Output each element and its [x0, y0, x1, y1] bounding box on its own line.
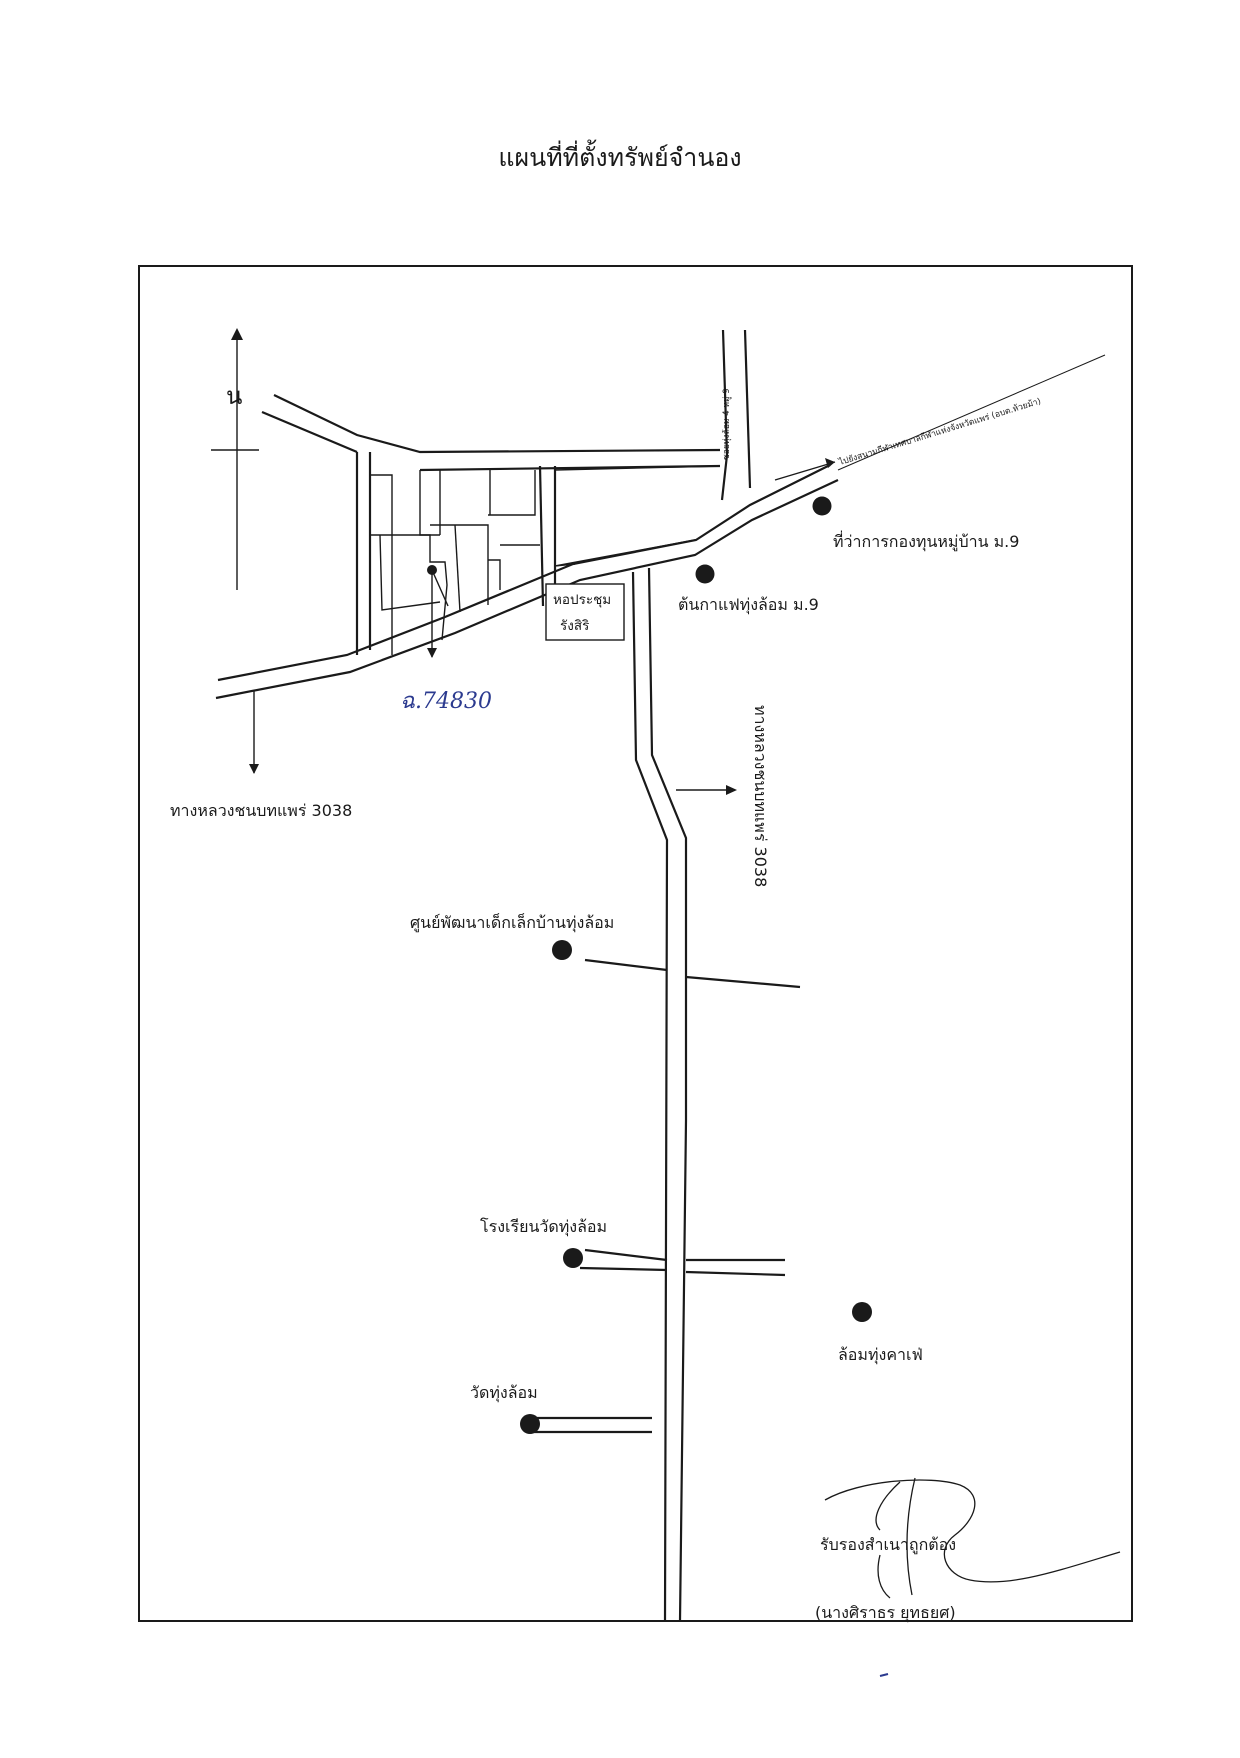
hall-box: [545, 583, 625, 641]
signature-icon: [824, 1477, 1121, 1599]
blue-mark: [879, 1673, 889, 1677]
parcel-blocks: [370, 465, 721, 655]
landmark-label: ที่ว่าการกองทุนหมู่บ้าน ม.9: [833, 530, 1019, 552]
landmark-label: ล้อมทุ่งคาเฟ่: [838, 1345, 923, 1365]
destination-arrow: [774, 354, 1106, 481]
map-frame: [138, 265, 1133, 1622]
landmark-coffee-tree: ต้นกาแฟทุ่งล้อม ม.9: [678, 564, 819, 615]
hall-label-line1: หอประชุม: [553, 592, 611, 608]
parcel-marker: [427, 565, 449, 658]
north-label: น: [226, 382, 242, 410]
landmark-cafe: ล้อมทุ่งคาเฟ่: [838, 1302, 923, 1365]
west-road-arrow: [249, 690, 259, 774]
landmark-dot-icon: [563, 1248, 583, 1268]
cross-roads: [530, 958, 801, 1434]
landmark-childcare-center: ศูนย์พัฒนาเด็กเล็กบ้านทุ่งล้อม: [410, 912, 614, 960]
landmark-dot-icon: [812, 496, 832, 516]
parcel-label: ฉ.74830: [400, 689, 492, 714]
highway-arrow: [676, 785, 737, 795]
landmark-dot-icon: [552, 940, 572, 960]
hall-label-line2: รังสิริ: [560, 618, 589, 634]
landmark-village-fund: ที่ว่าการกองทุนหมู่บ้าน ม.9: [812, 496, 1019, 552]
west-road-label: ทางหลวงชนบทแพร่ 3038: [170, 801, 352, 820]
soi-road: [720, 329, 752, 501]
landmark-temple: วัดทุ่งล้อม: [470, 1383, 540, 1434]
south-road-label: ทางหลวงชนบทแพร่ 3038: [751, 705, 770, 887]
landmark-label: โรงเรียนวัดทุ่งล้อม: [480, 1217, 607, 1237]
highway-3038-south: [631, 567, 688, 1622]
landmark-label: วัดทุ่งล้อม: [470, 1383, 538, 1403]
landmark-dot-icon: [852, 1302, 872, 1322]
destination-label: ไปยังสนามกีฬาเทศบาลกีฬาแห่งจังหวัดแพร่ (…: [837, 396, 1043, 468]
north-street: [261, 394, 721, 472]
certification-text: รับรองสำเนาถูกต้อง: [820, 1535, 956, 1555]
landmark-school: โรงเรียนวัดทุ่งล้อม: [480, 1217, 607, 1268]
highway-3038-west: [215, 464, 839, 700]
landmark-label: ต้นกาแฟทุ่งล้อม ม.9: [678, 595, 819, 615]
landmark-dot-icon: [695, 564, 715, 584]
soi-label: ซอยทุ่งล้อม 4 หมู่ 9: [721, 388, 732, 460]
landmark-label: ศูนย์พัฒนาเด็กเล็กบ้านทุ่งล้อม: [410, 912, 614, 933]
north-arrow-icon: น: [211, 328, 259, 590]
signer-name: (นางศิราธร ยุทธยศ): [815, 1603, 956, 1623]
landmark-dot-icon: [520, 1414, 540, 1434]
map-title: แผนที่ที่ตั้งทรัพย์จำนอง: [498, 143, 742, 172]
